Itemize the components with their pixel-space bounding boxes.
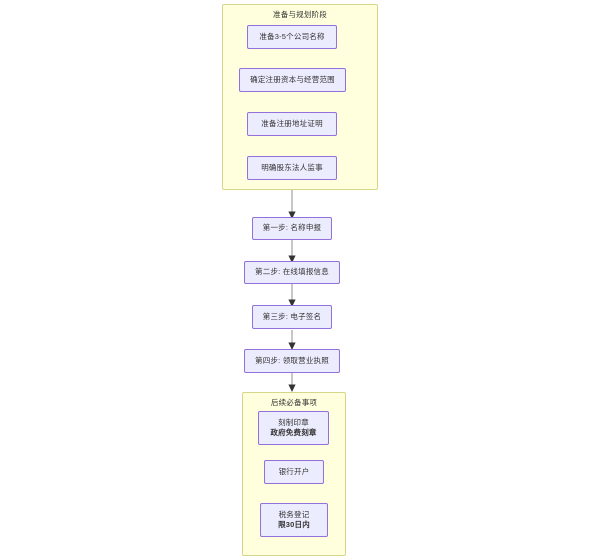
node-step-2-label: 第二步: 在线填报信息 <box>255 267 329 277</box>
subgraph-followup-title: 后续必备事项 <box>270 398 318 407</box>
node-prep-capital-label: 确定注册资本与经营范围 <box>250 74 335 84</box>
node-step-3-label: 第三步: 电子签名 <box>262 311 322 321</box>
node-post-tax-note: 限30日内 <box>278 520 310 529</box>
node-step-4[interactable]: 第四步: 领取营业执照 <box>244 349 340 373</box>
node-step-4-label: 第四步: 领取营业执照 <box>255 355 329 365</box>
node-prep-names[interactable]: 准备3-5个公司名称 <box>247 25 337 49</box>
edge-step1-to-step2 <box>288 240 296 263</box>
edge-prep-to-step1 <box>288 190 296 219</box>
edge-step4-to-followup <box>288 373 296 392</box>
node-prep-address-label: 准备注册地址证明 <box>261 118 323 128</box>
node-step-1[interactable]: 第一步: 名称申报 <box>252 217 332 240</box>
node-post-seal-note: 政府免费刻章 <box>270 428 317 437</box>
node-post-tax-label: 税务登记 <box>278 509 310 519</box>
edge-step2-to-step3 <box>288 284 296 307</box>
node-step-3[interactable]: 第三步: 电子签名 <box>252 305 332 329</box>
node-post-tax[interactable]: 税务登记 限30日内 <box>260 503 328 537</box>
node-step-1-label: 第一步: 名称申报 <box>262 223 322 233</box>
subgraph-preparation-title: 准备与规划阶段 <box>273 10 327 19</box>
node-post-bank[interactable]: 银行开户 <box>264 460 324 484</box>
node-step-2[interactable]: 第二步: 在线填报信息 <box>244 261 340 284</box>
node-prep-names-label: 准备3-5个公司名称 <box>259 31 325 41</box>
node-prep-people[interactable]: 明确股东法人监事 <box>247 156 337 180</box>
node-prep-address[interactable]: 准备注册地址证明 <box>247 112 337 136</box>
node-post-seal-label: 刻制印章 <box>278 417 309 427</box>
node-post-bank-label: 银行开户 <box>278 466 310 476</box>
node-prep-people-label: 明确股东法人监事 <box>261 162 323 172</box>
node-post-seal[interactable]: 刻制印章 政府免费刻章 <box>258 411 329 445</box>
edge-step3-to-step4 <box>288 330 296 350</box>
node-prep-capital[interactable]: 确定注册资本与经营范围 <box>239 68 346 92</box>
